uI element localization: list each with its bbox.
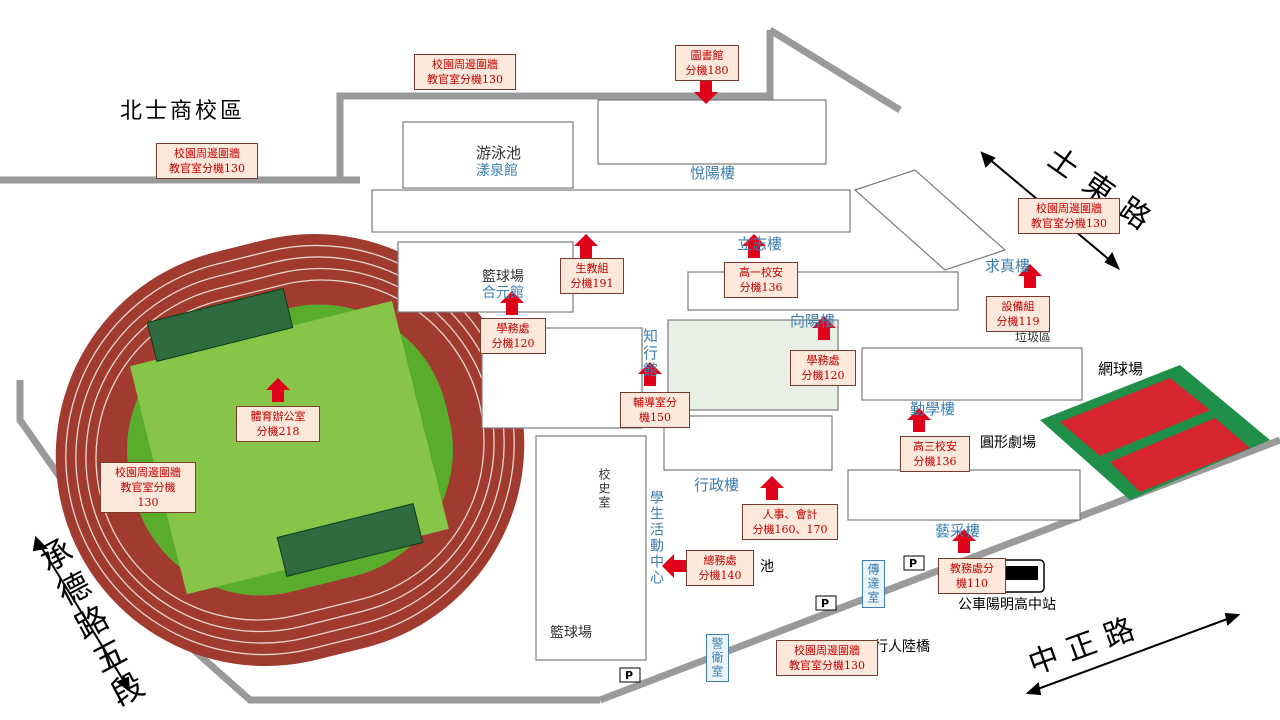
label-teaching: 教務處分機110 (938, 558, 1006, 594)
amphitheater-name: 圓形劇場 (980, 435, 1036, 451)
xing-zheng-name: 行政樓 (694, 476, 740, 494)
swimming-pool-name: 游泳池 (476, 144, 522, 162)
pool-name: 池 (760, 559, 774, 575)
label-pe-office: 體育辦公室分機218 (236, 406, 320, 442)
label-counseling: 輔導室分機150 (620, 392, 690, 428)
label-g1-safety: 高一校安分機136 (724, 262, 798, 298)
parking-p-3: P (625, 669, 633, 682)
footbridge-name: 行人陸橋 (874, 639, 930, 655)
parking-p-1: P (909, 557, 917, 570)
zhi-xing-name: 知行館 (641, 328, 659, 379)
label-library: 圖書館分機180 (675, 45, 739, 81)
label-g3-safety: 高三校安分機136 (900, 436, 970, 472)
xiang-yang-name: 向陽樓 (790, 312, 836, 330)
li-zhi-name: 立志樓 (737, 235, 783, 253)
swimming-hall-name: 漾泉館 (476, 163, 518, 179)
label-perimeter-1: 校園周邊圍牆教官室分機130 (414, 54, 516, 90)
bus-stop-name: 公車陽明高中站 (958, 597, 1056, 613)
guard-room-name: 警衛室 (706, 634, 729, 682)
label-student-affairs: 生教組分機191 (560, 258, 624, 294)
basketball-2-name: 籃球場 (550, 625, 592, 641)
north-school-name: 北士商校區 (120, 99, 246, 124)
label-perimeter-2: 校園周邊圍牆教官室分機130 (156, 143, 258, 179)
running-track (55, 233, 525, 667)
label-academic-2: 學務處分機120 (790, 350, 856, 386)
school-history-name: 校史室 (597, 468, 611, 510)
student-center-name: 學生活動中心 (648, 490, 664, 586)
yue-yang-name: 悅陽樓 (690, 164, 736, 182)
tennis-name: 網球場 (1098, 360, 1144, 378)
label-hr-accounting: 人事、會計分機160、170 (742, 504, 838, 540)
parking-p-2: P (821, 597, 829, 610)
reception-room-name: 傳達室 (862, 560, 885, 608)
pointer-arrows (266, 80, 1042, 578)
tennis-courts (1040, 365, 1270, 500)
qin-xue-name: 勤學樓 (910, 400, 956, 418)
qiu-zhen-name: 求真樓 (985, 257, 1031, 275)
label-perimeter-3: 校園周邊圍牆教官室分機130 (1018, 198, 1120, 234)
yi-cai-name: 藝采樓 (935, 522, 981, 540)
label-perimeter-5: 校園周邊圍牆教官室分機130 (776, 640, 878, 676)
he-yuan-name: 合元館 (482, 285, 524, 301)
label-general-affairs: 總務處分機140 (686, 550, 754, 586)
label-academic-1: 學務處分機120 (480, 318, 546, 354)
trash-area-name: 垃圾區 (1015, 330, 1052, 344)
label-facilities: 設備組分機119 (986, 296, 1050, 332)
basketball-1-name: 籃球場 (482, 269, 524, 285)
parking-icons (619, 555, 925, 683)
bus-icon (999, 559, 1045, 593)
